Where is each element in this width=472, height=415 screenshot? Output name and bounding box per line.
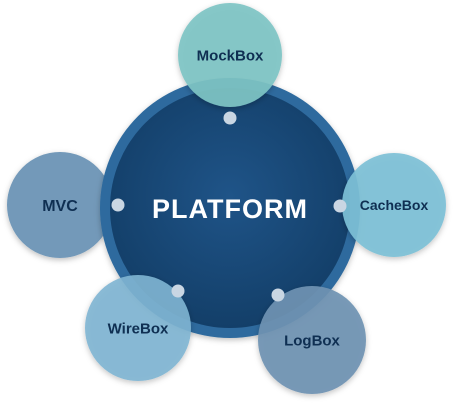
platform-node: PLATFORM — [100, 78, 360, 338]
logbox-label: LogBox — [284, 332, 340, 349]
cachebox-connector-dot — [333, 199, 347, 213]
mvc-label: MVC — [42, 198, 78, 215]
mockbox-connector-dot — [223, 111, 237, 125]
platform-circle — [110, 88, 350, 328]
logbox-circle — [258, 286, 366, 394]
platform-label: PLATFORM — [152, 194, 308, 224]
logbox-connector-dot — [271, 288, 285, 302]
mockbox-label: MockBox — [197, 47, 264, 64]
cachebox-circle — [342, 153, 446, 257]
cachebox-node: CacheBox — [342, 153, 446, 257]
wirebox-node: WireBox — [85, 275, 191, 381]
wirebox-label: WireBox — [108, 320, 169, 337]
wirebox-circle — [85, 275, 191, 381]
mockbox-node: MockBox — [178, 3, 282, 107]
cachebox-label: CacheBox — [360, 197, 429, 213]
wirebox-connector-dot — [171, 284, 185, 298]
mvc-circle — [7, 152, 113, 258]
mockbox-circle — [178, 3, 282, 107]
mvc-connector-dot — [111, 198, 125, 212]
mvc-node: MVC — [7, 152, 113, 258]
logbox-node: LogBox — [258, 286, 366, 394]
